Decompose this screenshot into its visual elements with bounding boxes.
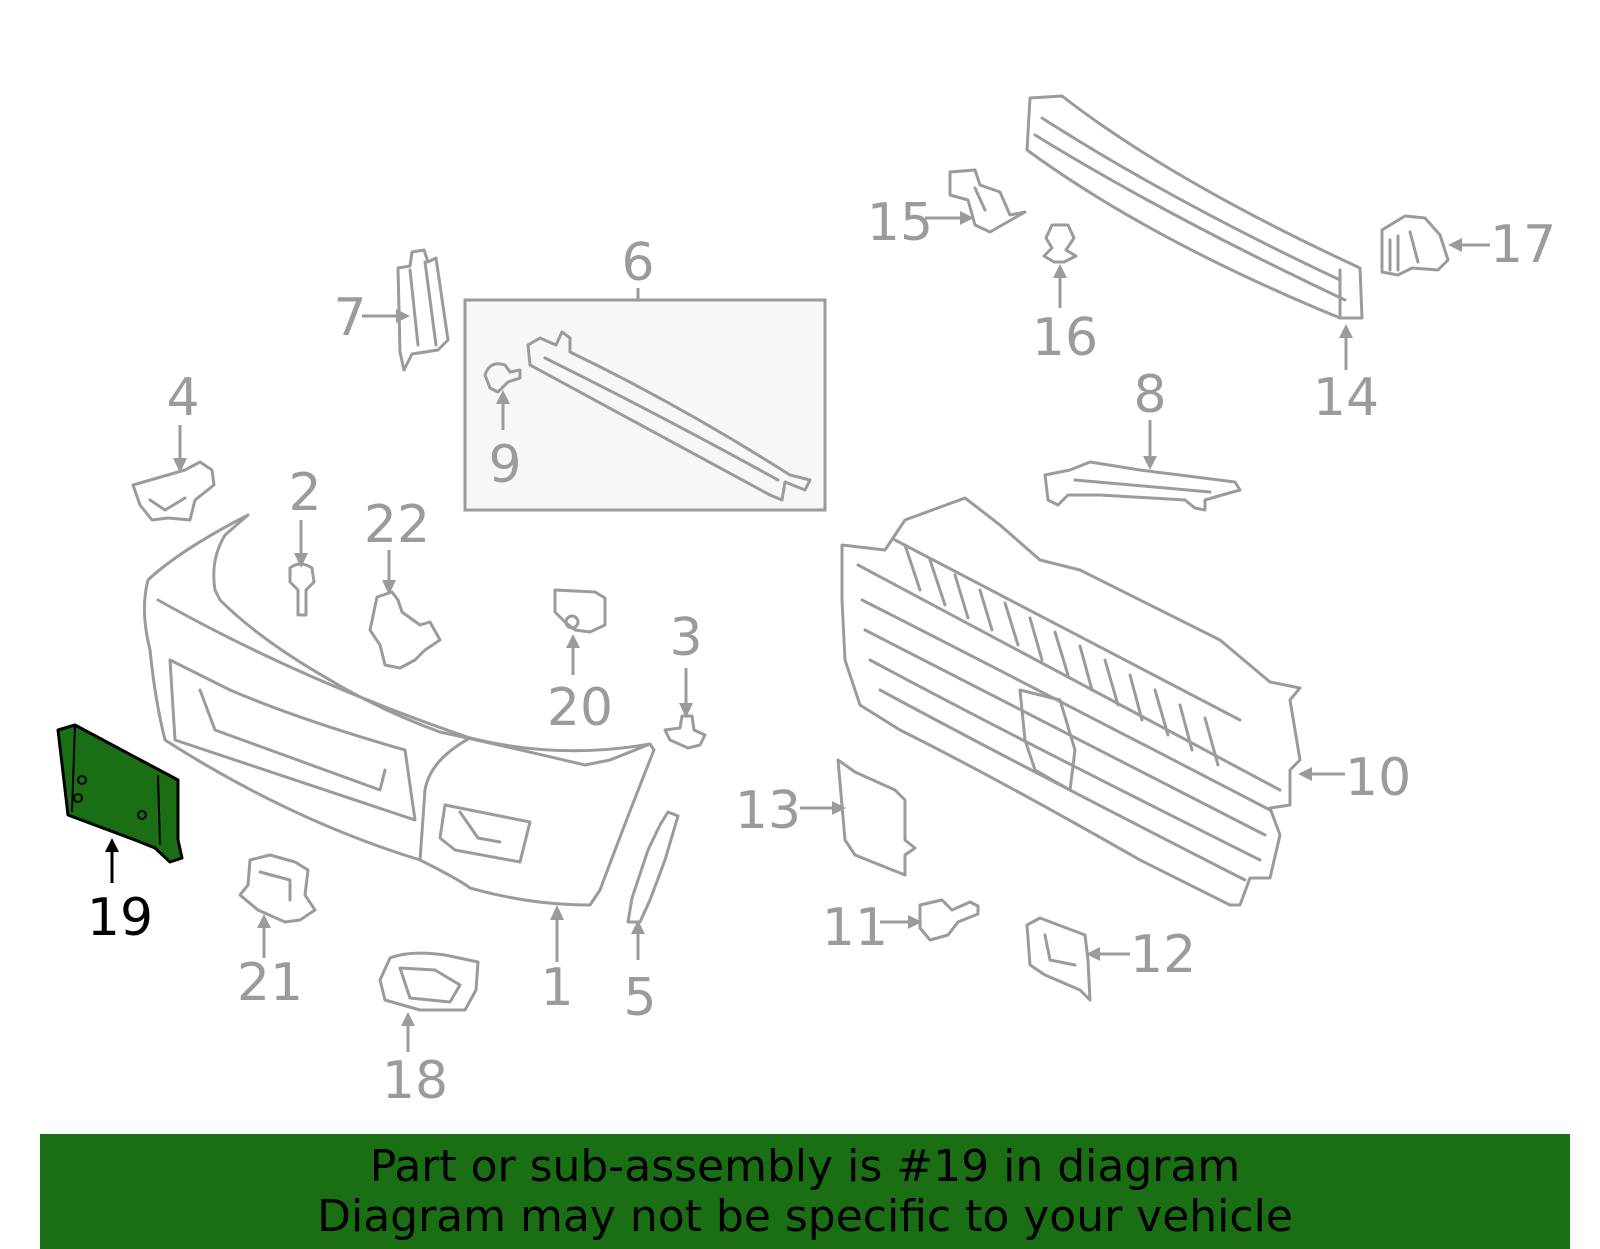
- callout-2: 2: [288, 463, 321, 523]
- callout-11: 11: [822, 898, 888, 958]
- part-18-fog-lamp-bezel[interactable]: [378, 951, 480, 1012]
- callout-labels: 1 2 3 4 5 6 7 8 9 10 11 12 13 14 15 16 1…: [87, 193, 1556, 1111]
- callout-3: 3: [669, 608, 702, 668]
- part-16-clip[interactable]: [1042, 223, 1078, 264]
- callout-5: 5: [623, 968, 656, 1028]
- callout-18: 18: [382, 1051, 448, 1111]
- part-13-bracket[interactable]: [836, 758, 917, 877]
- part-8-bracket[interactable]: [1043, 460, 1242, 512]
- callout-14: 14: [1313, 368, 1379, 428]
- callout-19: 19: [87, 888, 153, 948]
- part-11-bolt[interactable]: [918, 898, 980, 942]
- callout-1: 1: [540, 958, 573, 1018]
- leader-lines: [105, 211, 1490, 1052]
- callout-12: 12: [1130, 925, 1196, 985]
- part-17-bracket[interactable]: [1380, 214, 1450, 277]
- callout-20: 20: [547, 678, 613, 738]
- part-9-clip[interactable]: [483, 362, 522, 394]
- part-2-bolt[interactable]: [288, 562, 316, 617]
- info-banner: Part or sub-assembly is #19 in diagram D…: [40, 1134, 1570, 1249]
- callout-17: 17: [1490, 215, 1556, 275]
- part-3-clip[interactable]: [663, 714, 707, 750]
- part-19-license-bracket[interactable]: [56, 723, 184, 864]
- callout-21: 21: [237, 953, 303, 1013]
- banner-line-disclaimer: Diagram may not be specific to your vehi…: [317, 1191, 1293, 1242]
- callout-9: 9: [488, 435, 521, 495]
- callout-6: 6: [621, 233, 654, 293]
- part-21-bracket[interactable]: [238, 853, 317, 924]
- banner-line-part-number: Part or sub-assembly is #19 in diagram: [369, 1141, 1241, 1192]
- part-15-bracket[interactable]: [948, 168, 1027, 234]
- callout-22: 22: [364, 495, 430, 555]
- part-22-sensor[interactable]: [368, 590, 442, 670]
- callout-4: 4: [166, 368, 199, 428]
- part-6-assembly-box[interactable]: [463, 298, 827, 512]
- callout-15: 15: [867, 193, 933, 253]
- callout-16: 16: [1032, 308, 1098, 368]
- callout-10: 10: [1345, 748, 1411, 808]
- callout-8: 8: [1133, 365, 1166, 425]
- part-5-molding[interactable]: [626, 810, 680, 924]
- part-20-bracket[interactable]: [553, 588, 607, 634]
- callout-7: 7: [333, 288, 366, 348]
- part-14-reinforcement-beam[interactable]: [1025, 94, 1364, 320]
- callout-13: 13: [735, 781, 801, 841]
- part-7-bracket[interactable]: [396, 248, 450, 372]
- part-12-bracket[interactable]: [1025, 916, 1092, 1002]
- part-10-grille[interactable]: [840, 496, 1302, 907]
- part-4-bracket[interactable]: [131, 460, 216, 522]
- part-1-bumper-cover[interactable]: [142, 513, 656, 907]
